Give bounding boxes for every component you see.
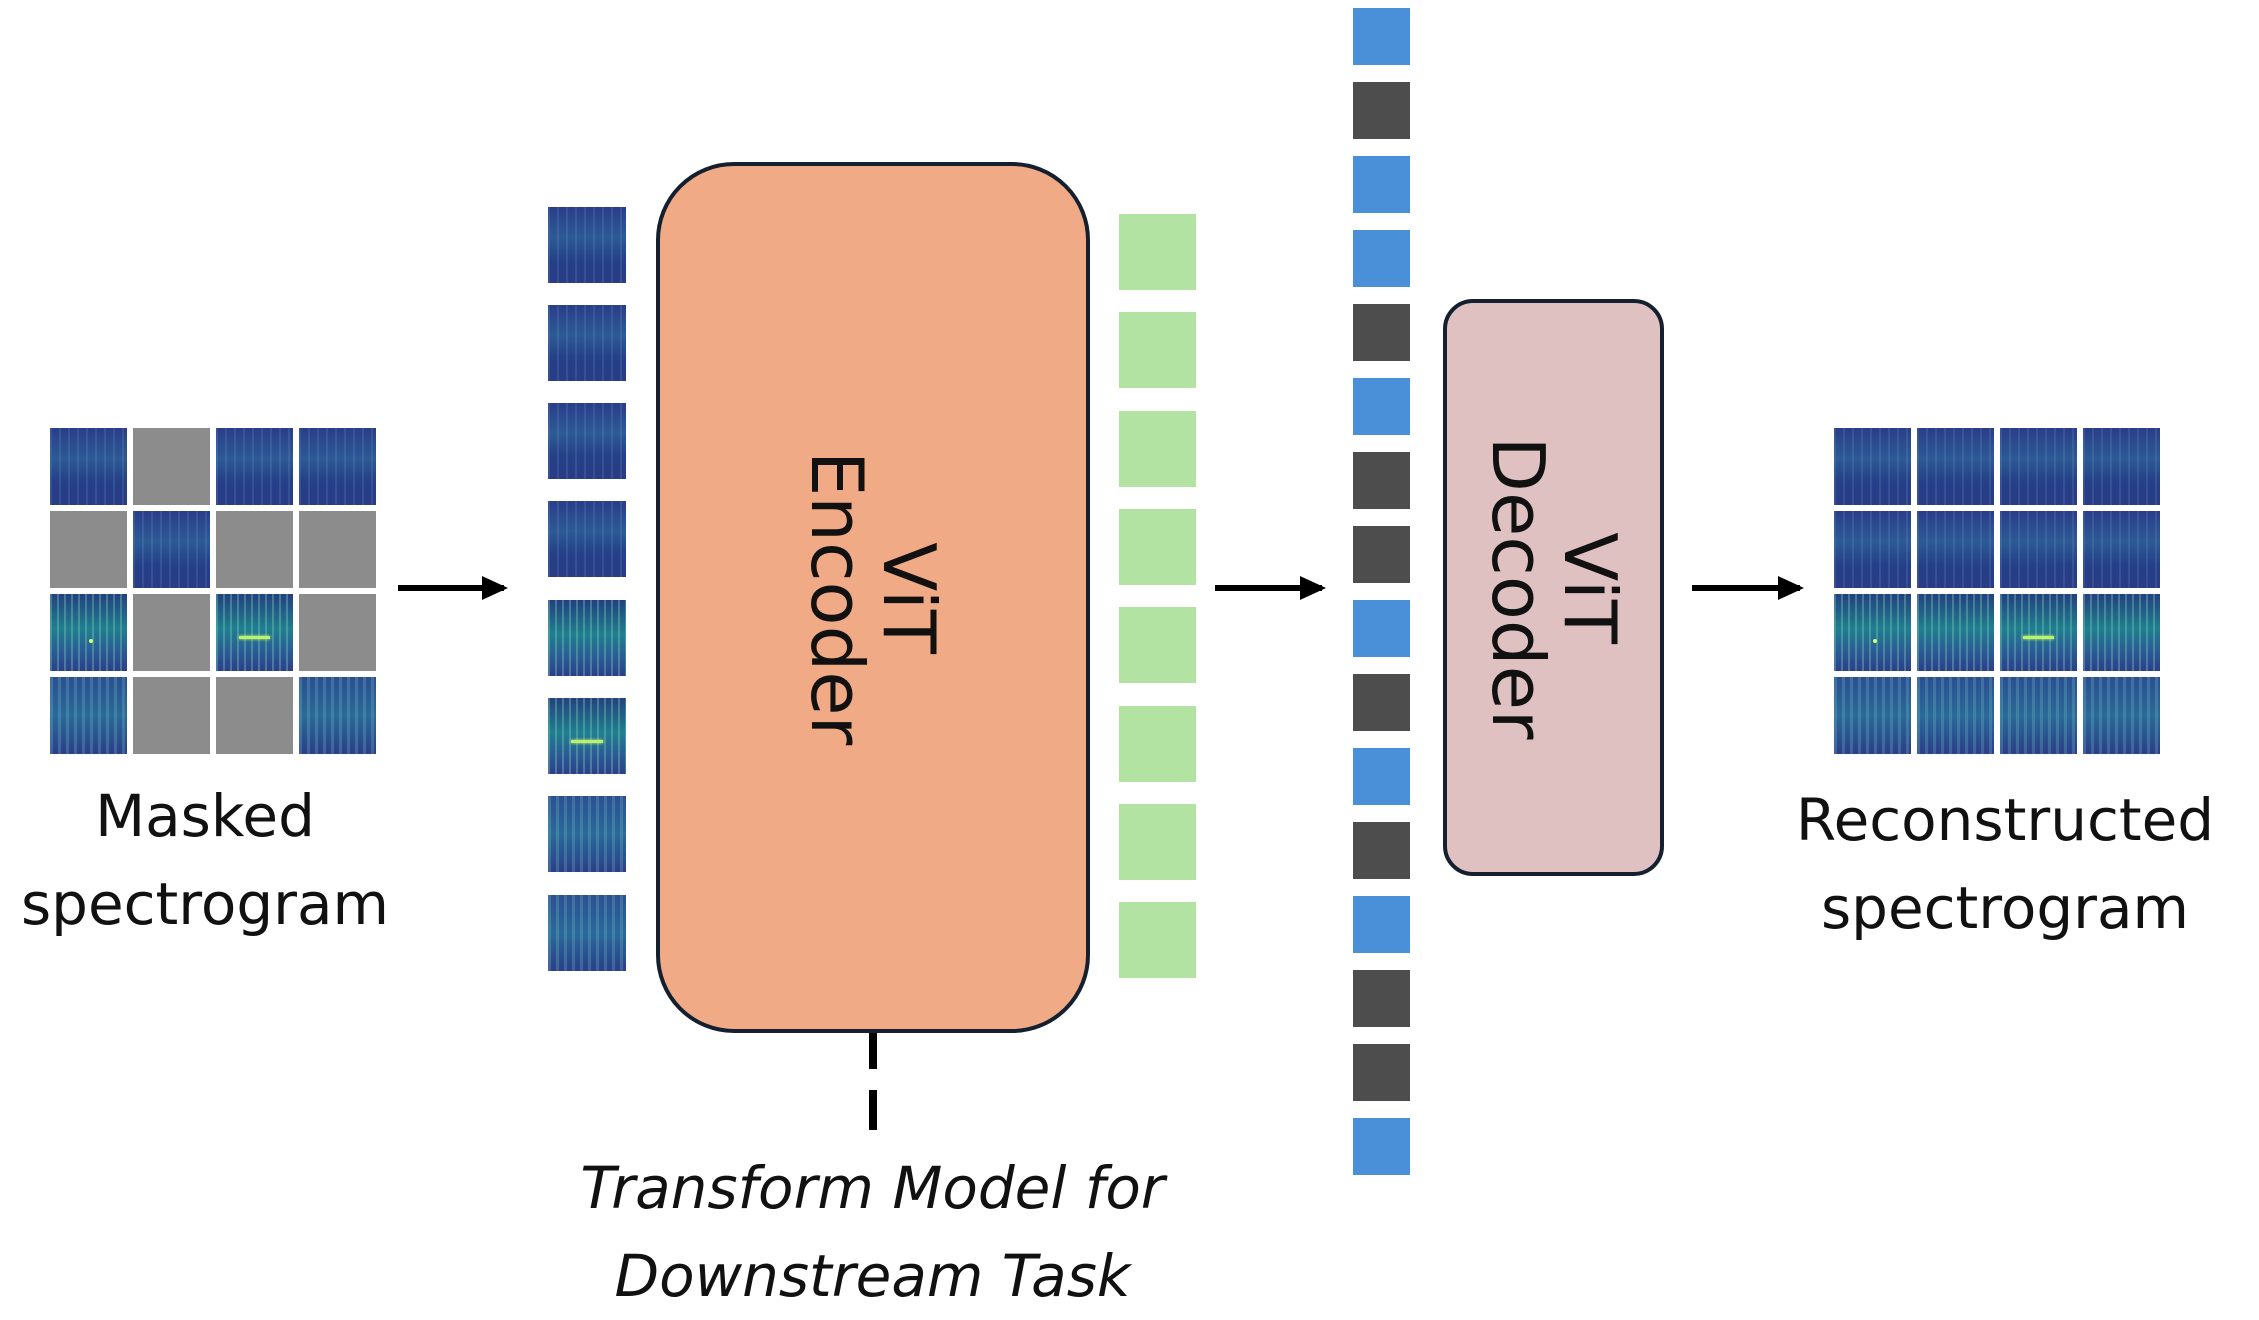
reconstructed-spectrogram-grid	[1834, 428, 2162, 756]
vit-encoder-label: ViT Encoder	[795, 450, 951, 745]
visible-token	[1353, 8, 1410, 65]
mask-token	[1353, 82, 1410, 139]
patch-visible	[216, 594, 293, 671]
patch-reconstructed	[1917, 428, 1994, 505]
patch-reconstructed	[2000, 677, 2077, 754]
visible-token	[1353, 1118, 1410, 1175]
visible-token	[1353, 378, 1410, 435]
patch-masked	[133, 594, 210, 671]
patch-token	[548, 403, 626, 479]
arrow-right-icon	[398, 576, 508, 600]
patch-visible	[299, 428, 376, 505]
patch-reconstructed	[1834, 428, 1911, 505]
encoded-token	[1119, 214, 1196, 290]
patch-token	[548, 305, 626, 381]
patch-token	[548, 698, 626, 774]
patch-visible	[216, 428, 293, 505]
patch-masked	[133, 428, 210, 505]
downstream-connector	[869, 1033, 877, 1069]
downstream-task-label: Transform Model for Downstream Task	[580, 1154, 1165, 1310]
patch-reconstructed	[2083, 428, 2160, 505]
visible-token	[1353, 230, 1410, 287]
patch-token	[548, 207, 626, 283]
patch-visible	[50, 428, 127, 505]
mask-token	[1353, 970, 1410, 1027]
patch-reconstructed	[2083, 511, 2160, 588]
patch-masked	[216, 677, 293, 754]
vit-decoder-block: ViT Decoder	[1443, 299, 1664, 876]
patch-reconstructed	[2083, 677, 2160, 754]
patch-reconstructed	[1917, 594, 1994, 671]
patch-token	[548, 796, 626, 872]
patch-token	[548, 501, 626, 577]
visible-patch-tokens	[548, 207, 626, 977]
mask-token	[1353, 674, 1410, 731]
patch-token	[548, 600, 626, 676]
patch-token	[548, 895, 626, 971]
arrow-right-icon	[1692, 576, 1804, 600]
patch-reconstructed	[2000, 594, 2077, 671]
patch-visible	[50, 677, 127, 754]
patch-masked	[299, 594, 376, 671]
mask-token	[1353, 452, 1410, 509]
patch-reconstructed	[1834, 511, 1911, 588]
encoded-token	[1119, 804, 1196, 880]
downstream-connector	[869, 1090, 877, 1130]
encoded-token	[1119, 706, 1196, 782]
encoded-token	[1119, 607, 1196, 683]
patch-masked	[133, 677, 210, 754]
visible-token	[1353, 156, 1410, 213]
patch-masked	[299, 511, 376, 588]
encoded-token	[1119, 411, 1196, 487]
mask-token	[1353, 1044, 1410, 1101]
patch-reconstructed	[1917, 677, 1994, 754]
patch-masked	[216, 511, 293, 588]
vit-decoder-label: ViT Decoder	[1475, 436, 1632, 739]
patch-masked	[50, 511, 127, 588]
patch-reconstructed	[2000, 428, 2077, 505]
reconstructed-spectrogram-label: Reconstructed spectrogram	[1795, 786, 2215, 942]
patch-visible	[133, 511, 210, 588]
masked-spectrogram-grid	[50, 428, 378, 756]
encoded-token	[1119, 902, 1196, 978]
mask-token	[1353, 526, 1410, 583]
patch-reconstructed	[1834, 677, 1911, 754]
arrow-right-icon	[1215, 576, 1326, 600]
mask-token	[1353, 822, 1410, 879]
patch-reconstructed	[2000, 511, 2077, 588]
visible-token	[1353, 600, 1410, 657]
mask-token	[1353, 304, 1410, 361]
encoded-token	[1119, 312, 1196, 388]
patch-visible	[299, 677, 376, 754]
masked-spectrogram-label: Masked spectrogram	[20, 782, 390, 938]
patch-visible	[50, 594, 127, 671]
patch-reconstructed	[1917, 511, 1994, 588]
patch-reconstructed	[1834, 594, 1911, 671]
visible-token	[1353, 748, 1410, 805]
vit-encoder-block: ViT Encoder	[656, 162, 1090, 1033]
visible-token	[1353, 896, 1410, 953]
encoded-token	[1119, 509, 1196, 585]
patch-reconstructed	[2083, 594, 2160, 671]
